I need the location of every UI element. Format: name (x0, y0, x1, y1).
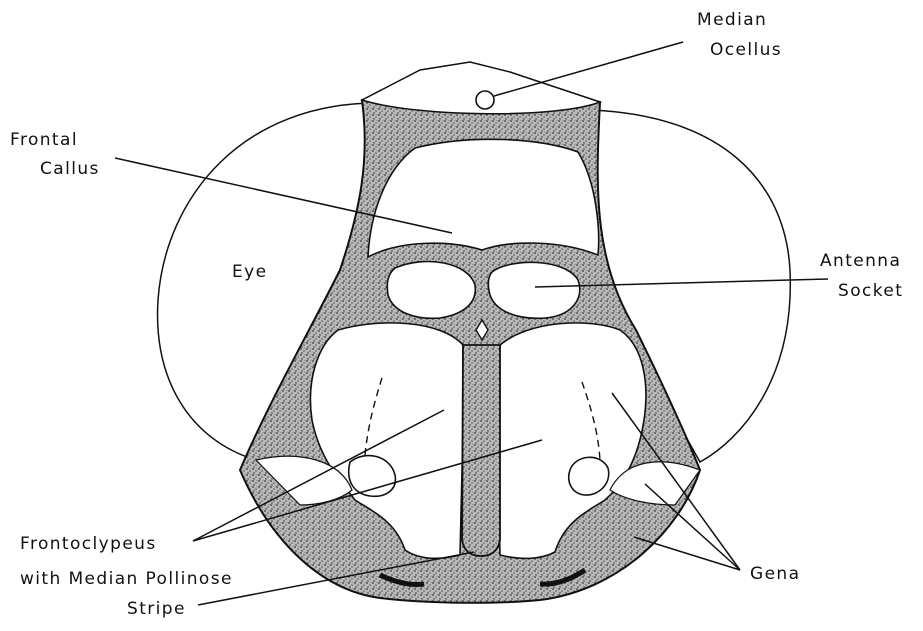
leader-median-ocellus (494, 42, 683, 96)
label-gena: Gena (750, 564, 800, 584)
label-median: Median (697, 10, 767, 30)
label-eye: Eye (232, 262, 267, 282)
label-socket: Socket (838, 281, 903, 301)
label-frontoclypeus: Frontoclypeus (20, 534, 157, 554)
label-frontal: Frontal (10, 130, 78, 150)
antenna-socket-left (387, 262, 475, 319)
label-stripe: Stripe (127, 599, 186, 619)
median-ocellus (476, 91, 494, 109)
label-antenna: Antenna (820, 251, 901, 271)
label-ocellus: Ocellus (710, 40, 782, 60)
antenna-socket-right (488, 262, 579, 318)
label-with-median-pollinose: with Median Pollinose (20, 569, 233, 589)
label-callus: Callus (40, 159, 100, 179)
leader-gena-2 (634, 537, 740, 570)
median-pollinose-stripe (462, 345, 500, 556)
